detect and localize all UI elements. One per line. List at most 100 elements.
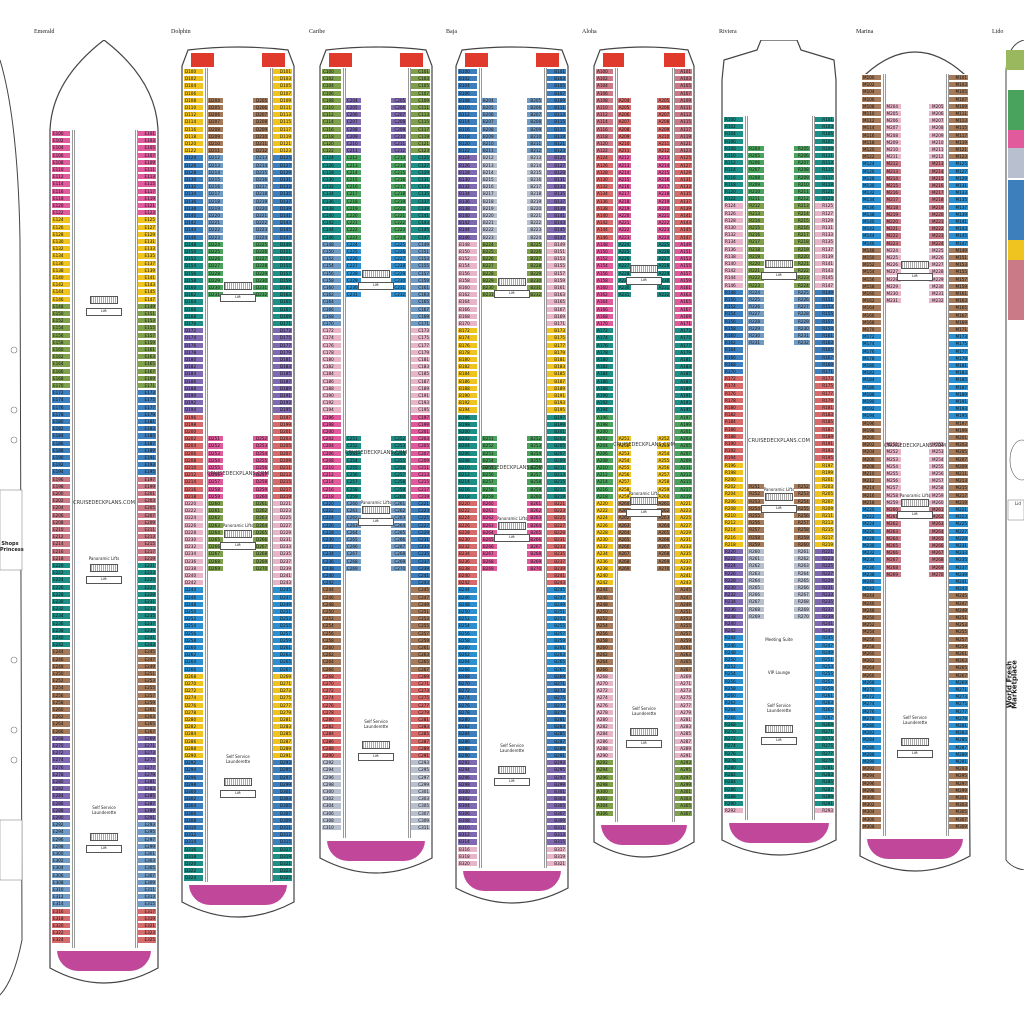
cabin-outer-right[interactable]: R223 <box>813 555 835 563</box>
cabin-outer-left[interactable]: A236 <box>595 557 614 565</box>
cabin-inner-left[interactable]: D217 <box>206 190 225 198</box>
cabin-outer-right[interactable]: B171 <box>546 320 567 328</box>
cabin-inner-left[interactable]: B229 <box>480 276 499 284</box>
cabin-outer-right[interactable]: B191 <box>546 392 567 400</box>
cabin-outer-right[interactable]: M205 <box>948 448 969 456</box>
cabin-outer-right[interactable]: E229 <box>136 590 157 598</box>
cabin-outer-right[interactable]: C215 <box>410 478 431 486</box>
cabin-inner-left[interactable]: R257 <box>747 526 765 534</box>
cabin-inner-right[interactable]: C257 <box>389 471 408 479</box>
cabin-outer-left[interactable]: C144 <box>321 226 342 234</box>
cabin-inner-left[interactable]: M208 <box>884 131 902 139</box>
cabin-outer-right[interactable]: M161 <box>948 290 969 298</box>
cabin-outer-right[interactable]: D205 <box>272 442 293 450</box>
cabin-outer-right[interactable]: R157 <box>813 317 835 325</box>
cabin-outer-left[interactable]: B240 <box>457 572 478 580</box>
cabin-outer-right[interactable]: R163 <box>813 339 835 347</box>
cabin-outer-left[interactable]: A114 <box>595 118 614 126</box>
cabin-inner-right[interactable]: C220 <box>389 204 408 212</box>
cabin-outer-right[interactable]: D163 <box>272 291 293 299</box>
cabin-outer-left[interactable]: C116 <box>321 125 342 133</box>
cabin-outer-left[interactable]: A270 <box>595 680 614 688</box>
cabin-outer-left[interactable]: R114 <box>723 166 745 174</box>
cabin-outer-left[interactable]: E268 <box>51 734 72 742</box>
cabin-outer-left[interactable]: B300 <box>457 788 478 796</box>
cabin-outer-right[interactable]: A287 <box>674 737 693 745</box>
cabin-outer-right[interactable]: D279 <box>272 708 293 716</box>
cabin-outer-right[interactable]: R277 <box>813 749 835 757</box>
cabin-outer-left[interactable]: B316 <box>457 845 478 853</box>
cabin-outer-right[interactable]: E173 <box>136 389 157 397</box>
cabin-outer-left[interactable]: R220 <box>723 548 745 556</box>
cabin-outer-right[interactable]: C165 <box>410 298 431 306</box>
cabin-inner-right[interactable]: R211 <box>793 188 811 196</box>
cabin-inner-right[interactable]: R252 <box>793 483 811 491</box>
cabin-inner-right[interactable]: C219 <box>389 197 408 205</box>
cabin-outer-left[interactable]: A250 <box>595 608 614 616</box>
cabin-inner-right[interactable]: C265 <box>389 528 408 536</box>
cabin-outer-right[interactable]: D115 <box>272 118 293 126</box>
cabin-outer-left[interactable]: A276 <box>595 701 614 709</box>
cabin-outer-left[interactable]: A284 <box>595 730 614 738</box>
cabin-outer-right[interactable]: E261 <box>136 706 157 714</box>
cabin-inner-right[interactable]: C207 <box>389 111 408 119</box>
cabin-outer-left[interactable]: E322 <box>51 929 72 937</box>
cabin-outer-right[interactable]: A253 <box>674 615 693 623</box>
cabin-outer-left[interactable]: A102 <box>595 75 614 83</box>
cabin-outer-right[interactable]: R107 <box>813 137 835 145</box>
cabin-outer-right[interactable]: C237 <box>410 557 431 565</box>
cabin-inner-right[interactable]: D214 <box>251 161 270 169</box>
cabin-outer-right[interactable]: R137 <box>813 245 835 253</box>
cabin-outer-right[interactable]: A151 <box>674 248 693 256</box>
cabin-outer-right[interactable]: D113 <box>272 111 293 119</box>
cabin-outer-left[interactable]: R286 <box>723 785 745 793</box>
cabin-outer-right[interactable]: R247 <box>813 641 835 649</box>
cabin-outer-left[interactable]: R116 <box>723 173 745 181</box>
cabin-outer-left[interactable]: M102 <box>861 81 882 89</box>
cabin-outer-right[interactable]: C309 <box>410 816 431 824</box>
cabin-inner-left[interactable]: C252 <box>344 442 363 450</box>
cabin-outer-left[interactable]: C162 <box>321 291 342 299</box>
cabin-inner-right[interactable]: D252 <box>251 435 270 443</box>
cabin-outer-left[interactable]: A248 <box>595 600 614 608</box>
cabin-outer-right[interactable]: D321 <box>272 860 293 868</box>
cabin-outer-right[interactable]: E137 <box>136 259 157 267</box>
cabin-outer-left[interactable]: A232 <box>595 543 614 551</box>
aft-suite[interactable] <box>866 838 964 860</box>
cabin-outer-left[interactable]: D116 <box>183 125 204 133</box>
cabin-outer-left[interactable]: E278 <box>51 770 72 778</box>
cabin-outer-left[interactable]: D308 <box>183 816 204 824</box>
cabin-inner-right[interactable]: B268 <box>525 550 544 558</box>
cabin-outer-right[interactable]: M283 <box>948 729 969 737</box>
cabin-outer-left[interactable]: C236 <box>321 557 342 565</box>
cabin-inner-left[interactable]: B260 <box>480 500 499 508</box>
cabin-outer-right[interactable]: D281 <box>272 716 293 724</box>
cabin-outer-right[interactable]: D133 <box>272 183 293 191</box>
cabin-inner-right[interactable]: B206 <box>525 104 544 112</box>
cabin-outer-left[interactable]: M224 <box>861 520 882 528</box>
cabin-inner-right[interactable]: B226 <box>525 248 544 256</box>
cabin-outer-left[interactable]: R148 <box>723 288 745 296</box>
cabin-outer-right[interactable]: M289 <box>948 750 969 758</box>
cabin-inner-right[interactable]: M255 <box>928 462 946 470</box>
cabin-inner-left[interactable]: A211 <box>616 147 633 155</box>
cabin-outer-left[interactable]: A104 <box>595 82 614 90</box>
deck-title-caribe[interactable]: Caribe <box>309 29 325 35</box>
cabin-outer-right[interactable]: D129 <box>272 168 293 176</box>
cabin-outer-left[interactable]: A280 <box>595 716 614 724</box>
cabin-inner-right[interactable]: M216 <box>928 182 946 190</box>
cabin-outer-right[interactable]: D297 <box>272 773 293 781</box>
cabin-outer-left[interactable]: B306 <box>457 809 478 817</box>
cabin-outer-right[interactable]: B253 <box>546 615 567 623</box>
cabin-outer-right[interactable]: D155 <box>272 262 293 270</box>
cabin-outer-left[interactable]: M260 <box>861 650 882 658</box>
cabin-outer-left[interactable]: D206 <box>183 449 204 457</box>
cabin-outer-left[interactable]: B218 <box>457 492 478 500</box>
cabin-outer-right[interactable]: A263 <box>674 651 693 659</box>
cabin-outer-left[interactable]: C204 <box>321 442 342 450</box>
cabin-outer-left[interactable]: C132 <box>321 183 342 191</box>
cabin-outer-left[interactable]: R214 <box>723 526 745 534</box>
cabin-inner-left[interactable]: R216 <box>747 231 765 239</box>
cabin-outer-right[interactable]: D211 <box>272 464 293 472</box>
cabin-inner-right[interactable]: M231 <box>928 290 946 298</box>
